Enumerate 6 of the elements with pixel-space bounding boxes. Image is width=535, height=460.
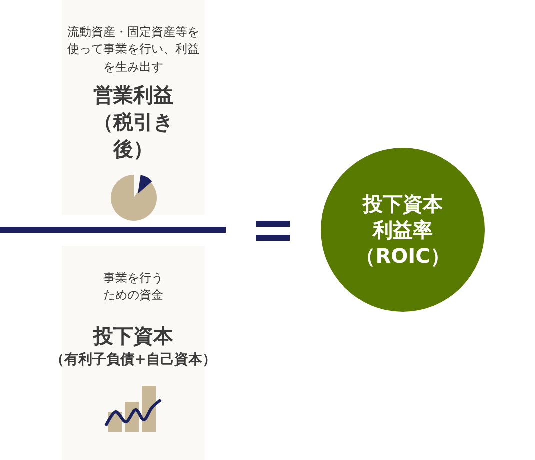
description-text: 流動資産・固定資産等を使って事業を行い、利益を生み出す: [66, 24, 200, 76]
term-text: 投下資本利益率（ROIC）: [354, 191, 452, 269]
term-text: 投下資本: [94, 322, 174, 350]
term-text: （有利子負債+自己資本）: [50, 350, 216, 370]
term-text: 営業利益（税引き後）: [92, 82, 174, 164]
description-text: 事業を行うための資金: [102, 270, 164, 304]
